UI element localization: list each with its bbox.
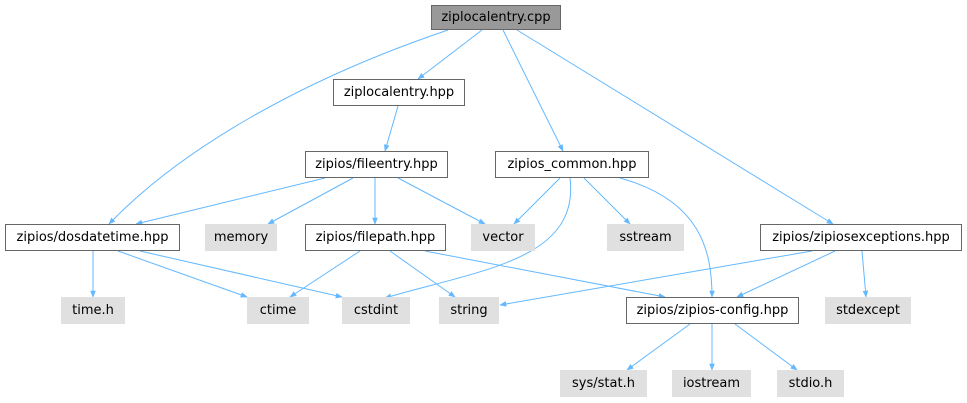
- edge-zipios-common-to-zipios-config: [619, 177, 715, 298]
- edge-filepath-to-string: [389, 250, 456, 298]
- node-ziplocalentry-hpp[interactable]: ziplocalentry.hpp: [333, 79, 465, 106]
- edge-fileentry-to-vector: [397, 177, 486, 225]
- node-string[interactable]: string: [439, 297, 499, 324]
- edge-zipiosexceptions-to-string: [499, 250, 813, 307]
- edge-zipiosexceptions-to-zipios-config: [736, 250, 836, 298]
- node-sstream[interactable]: sstream: [607, 224, 684, 251]
- edge-filepath-to-zipios-config: [424, 250, 666, 299]
- node-time-h[interactable]: time.h: [61, 297, 125, 324]
- edge-dosdatetime-to-ctime: [117, 250, 248, 298]
- edge-filepath-to-ctime: [289, 250, 361, 298]
- node-memory[interactable]: memory: [205, 224, 277, 251]
- edge-zipios-config-to-stdio: [734, 323, 798, 371]
- node-zipios-zipios-config-hpp[interactable]: zipios/zipios-config.hpp: [626, 297, 799, 324]
- node-ctime[interactable]: ctime: [247, 297, 309, 324]
- edge-zipios-common-to-sstream: [583, 177, 631, 225]
- edge-fileentry-to-memory: [267, 177, 354, 225]
- node-zipios-fileentry-hpp[interactable]: zipios/fileentry.hpp: [305, 151, 448, 178]
- edge-zipiosexceptions-to-stdexcept: [861, 250, 869, 298]
- node-zipios-filepath-hpp[interactable]: zipios/filepath.hpp: [305, 224, 446, 251]
- edge-cpp-to-zipios-common: [502, 29, 564, 152]
- node-iostream[interactable]: iostream: [672, 370, 751, 397]
- node-stdexcept[interactable]: stdexcept: [825, 297, 911, 324]
- edge-fileentry-to-dosdatetime: [135, 177, 326, 226]
- edge-ziplocalentry-hpp-to-fileentry: [384, 105, 399, 152]
- edge-dosdatetime-to-cstdint: [139, 250, 343, 299]
- node-stdio-h[interactable]: stdio.h: [777, 370, 844, 397]
- edge-cpp-to-zipiosexceptions: [516, 29, 834, 225]
- edge-zipios-common-to-cstdint: [384, 177, 572, 299]
- node-cstdint[interactable]: cstdint: [342, 297, 410, 324]
- edge-cpp-to-ziplocalentry-hpp: [417, 29, 483, 80]
- edge-zipios-config-to-sys-stat: [626, 323, 691, 371]
- node-sys-stat-h[interactable]: sys/stat.h: [560, 370, 647, 397]
- node-zipios-zipiosexceptions-hpp[interactable]: zipios/zipiosexceptions.hpp: [760, 224, 962, 251]
- node-ziplocalentry-cpp[interactable]: ziplocalentry.cpp: [431, 5, 561, 30]
- edge-cpp-to-dosdatetime: [108, 29, 449, 225]
- node-vector[interactable]: vector: [471, 224, 535, 251]
- node-zipios-dosdatetime-hpp[interactable]: zipios/dosdatetime.hpp: [5, 224, 180, 251]
- node-zipios-common-hpp[interactable]: zipios_common.hpp: [495, 151, 649, 178]
- edge-zipios-common-to-vector: [513, 177, 561, 225]
